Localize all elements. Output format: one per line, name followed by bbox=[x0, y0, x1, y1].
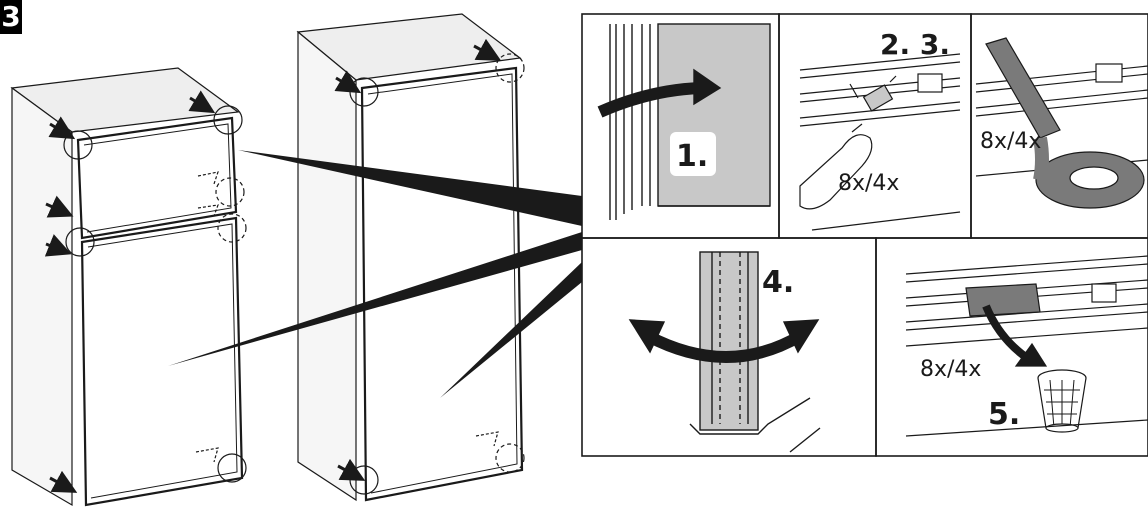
panel-5 bbox=[875, 237, 1148, 457]
panel-4-illustration bbox=[628, 251, 821, 453]
step-1-label: 1. bbox=[676, 139, 708, 174]
panel-3-quantity: 8x/4x bbox=[980, 129, 1041, 154]
left-fridge-arrows bbox=[44, 90, 216, 493]
fridge-right-side bbox=[297, 30, 357, 502]
step-2-3-label: 2. 3. bbox=[880, 28, 950, 61]
protective-strip bbox=[965, 283, 1041, 317]
step-4-label: 4. bbox=[762, 265, 794, 300]
dashed-circle bbox=[495, 443, 525, 473]
panel-3-illustration bbox=[975, 37, 1148, 209]
panel-1-illustration bbox=[597, 23, 771, 220]
callout-wedges bbox=[168, 150, 582, 398]
twist-arrow-icon bbox=[645, 330, 804, 363]
panel-5-illustration bbox=[905, 255, 1148, 437]
dashed-circle bbox=[217, 213, 247, 243]
right-fridge-arrows bbox=[334, 38, 502, 481]
dashed-circle bbox=[495, 53, 525, 83]
panel-5-quantity: 8x/4x bbox=[920, 357, 981, 382]
hinge-circle bbox=[213, 105, 243, 135]
lower-door bbox=[80, 216, 244, 507]
hinge-circle bbox=[63, 130, 93, 160]
fridge-two-door bbox=[10, 67, 247, 507]
finger-icon bbox=[799, 134, 873, 210]
fridge-one-door bbox=[296, 13, 525, 502]
figure-label: 3 bbox=[0, 0, 22, 34]
step-panels bbox=[581, 13, 1148, 457]
tape-strip bbox=[985, 37, 1061, 139]
step-5-label: 5. bbox=[988, 397, 1020, 432]
curved-arrow-icon bbox=[597, 82, 701, 118]
upper-door bbox=[76, 116, 238, 240]
hinge-circle bbox=[217, 453, 247, 483]
panel-2-quantity: 8x/4x bbox=[838, 171, 899, 196]
fridge-left-side bbox=[11, 86, 73, 507]
dashed-circle bbox=[215, 177, 245, 207]
trash-basket-icon bbox=[1037, 369, 1087, 433]
panel-2-illustration bbox=[799, 53, 961, 231]
